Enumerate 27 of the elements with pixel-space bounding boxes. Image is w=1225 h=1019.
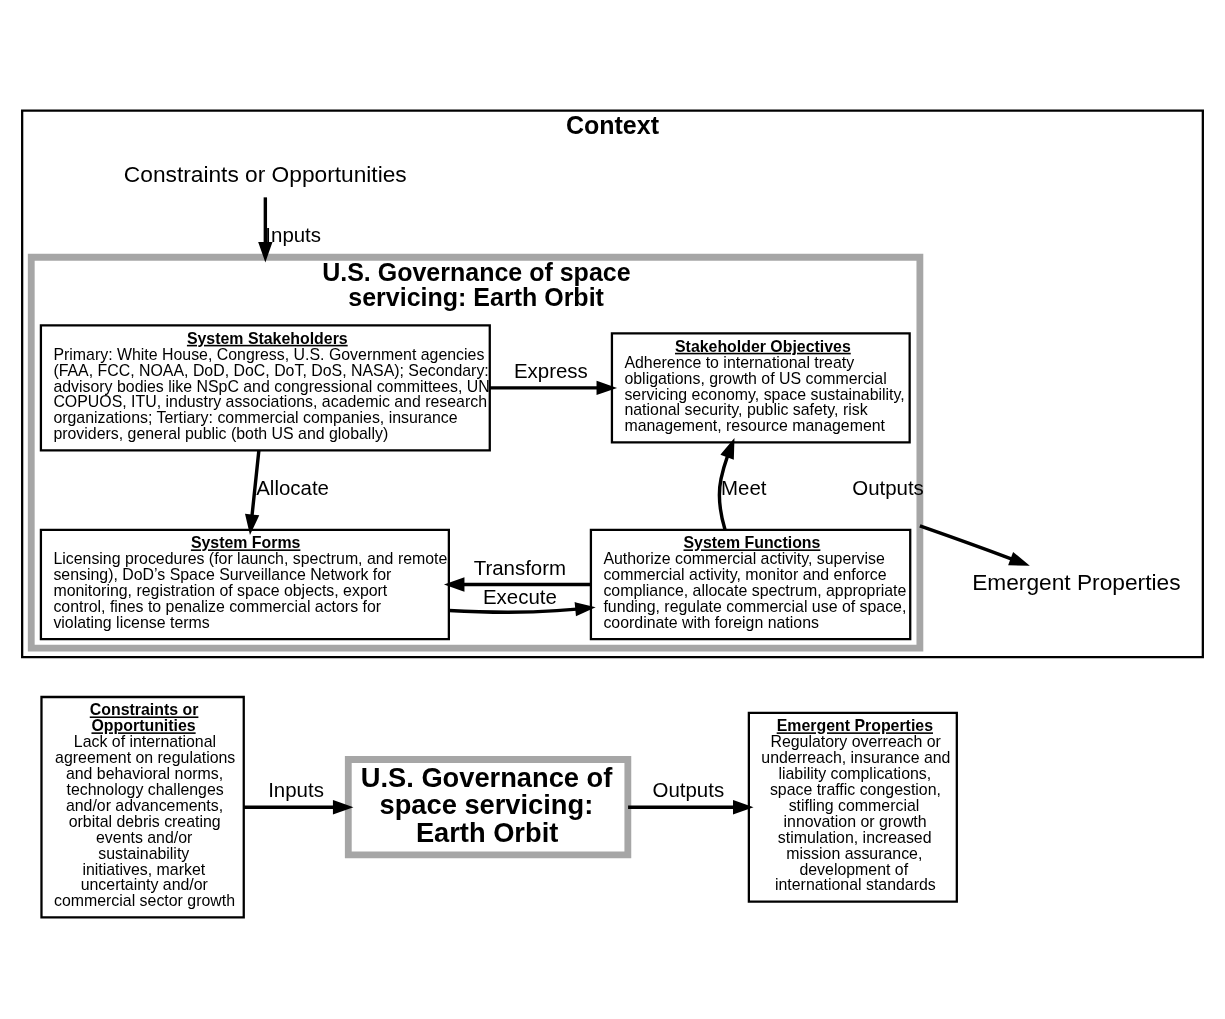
edge-label: Outputs [652,778,725,802]
node-box: Stakeholder Objectives Adherence to international treaty obligations, growth of US commercial servicing economy, space sustainability, national security, public safety, risk management, resource management [610,332,911,444]
node-box: System Stakeholders Primary: White House, Congress, U.S. Government agencies (FAA, FCC, NOAA, DoD, DoC, DoT, DoS, NASA); Secondary: advisory bodies like NSpC and congressional committees, UN COPUOS, ITU, industry associations, academic and research organizations; Tertiary: commercial companies, insurance providers, general public (both US and globally) [39,324,491,452]
edge-label: Inputs [265,222,322,246]
edge-label: Transform [473,555,567,579]
edge-label: Inputs [268,778,324,802]
arrow [245,450,261,535]
node-box: System Forms Licensing procedures (for launch, spectrum, and remote sensing), DoD’s Space Surveillance Network for monitoring, registration of space objects, export control, fines to penalize commercial actors for violating license terms [39,528,450,641]
arrow [443,577,591,592]
arrow [449,602,596,617]
arrow [628,800,754,815]
arrow [489,380,618,396]
edge-label: Outputs [852,476,924,500]
node-text: Constraints or Opportunities [123,161,407,188]
edge-label: Allocate [256,476,329,500]
arrow [717,438,735,530]
edge-label: Express [513,359,588,383]
arrow [919,524,1030,566]
edge-label: Meet [721,476,767,500]
node-box: Constraints or Opportunities Lack of international agreement on regulations and behavioral norms, technology challenges and/or advancements, orbital debris creating events and/or sustainability initiatives, market uncertainty and/or commercial sector growth [40,695,245,919]
node-box: Emergent Properties Regulatory overreach or underreach, insurance and liability complications, space traffic congestion, stifling commercial innovation or growth stimulation, increased mission assurance, development of international standards [747,711,958,903]
arrow [243,800,354,815]
node-box: System Functions Authorize commercial activity, supervise commercial activity, monitor and enforce compliance, allocate spectrum, appropriate funding, regulate commercial use of space, coordinate with foreign nations [589,528,912,641]
edge-label: Execute [482,585,557,609]
arrow [258,197,273,263]
node-text: Emergent Properties [972,569,1181,596]
node-box: U.S. Governance of space servicing: Earth Orbit [344,756,632,859]
